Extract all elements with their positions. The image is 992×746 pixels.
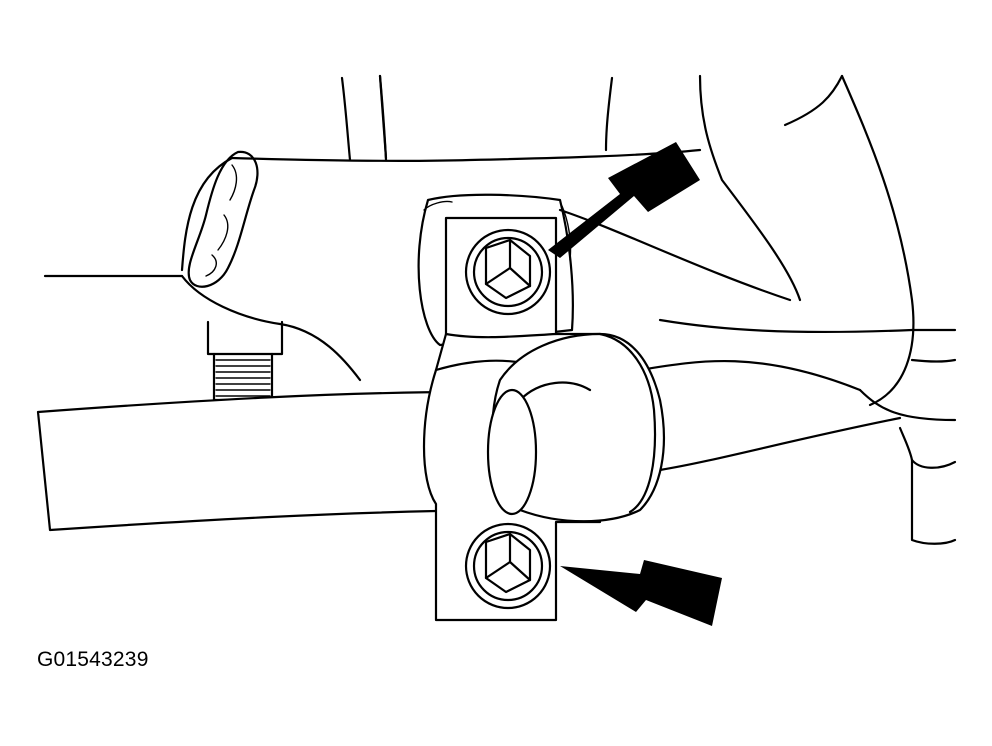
callout-arrow-upper bbox=[548, 142, 700, 258]
frame-structure bbox=[43, 74, 957, 545]
lower-bracket-bolt bbox=[464, 522, 552, 610]
bracket-weld-outline bbox=[417, 193, 574, 347]
bushing-clamp bbox=[486, 332, 666, 523]
upper-bracket-bolt bbox=[464, 228, 552, 316]
weld-bead-left bbox=[187, 150, 259, 288]
callout-arrow-lower bbox=[560, 560, 722, 626]
threaded-stud bbox=[206, 320, 284, 402]
figure-id-label: G01543239 bbox=[37, 648, 149, 671]
